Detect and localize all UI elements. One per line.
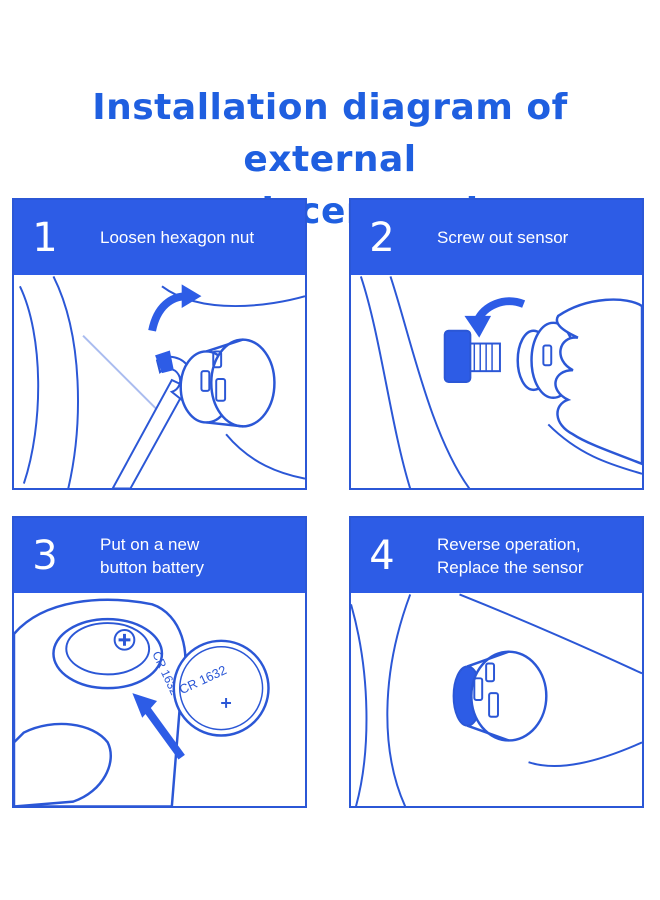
step-4-number: 4 <box>369 532 395 579</box>
step-1-illustration <box>19 276 305 488</box>
step-4-illustration <box>351 593 642 806</box>
step-2-panel: 2 Screw out sensor <box>349 198 644 490</box>
step-2-number: 2 <box>369 214 395 261</box>
step-3-text: Put on a new button battery <box>100 534 204 577</box>
step-2-header: 2 Screw out sensor <box>351 200 642 275</box>
step-2-illustration <box>359 276 642 488</box>
hand-icon <box>554 298 642 466</box>
step-1-panel: 1 Loosen hexagon nut <box>12 198 307 490</box>
step-1-text: Loosen hexagon nut <box>100 228 255 247</box>
curved-arrow-icon <box>148 284 202 332</box>
sensor-body: CR 1632 <box>52 617 182 697</box>
curved-arrow-icon <box>464 297 526 338</box>
step-4-panel: 4 Reverse operation, Replace the sensor <box>349 516 644 808</box>
sensor-cap-icon <box>452 650 548 742</box>
step-3-number: 3 <box>32 532 58 579</box>
step-3-panel: 3 Put on a new button battery CR 1632 CR… <box>12 516 307 808</box>
step-4-header: 4 Reverse operation, Replace the sensor <box>351 518 642 593</box>
step-4-text: Reverse operation, Replace the sensor <box>437 534 584 577</box>
wrench-icon <box>111 350 194 488</box>
arrow-icon <box>132 693 185 760</box>
step-1-number: 1 <box>32 214 58 261</box>
title-line-1: Installation diagram of external <box>92 87 568 180</box>
sensor-cap-icon <box>179 338 276 428</box>
step-3-header: 3 Put on a new button battery <box>14 518 305 593</box>
step-2-text: Screw out sensor <box>437 228 569 247</box>
step-1-header: 1 Loosen hexagon nut <box>14 200 305 275</box>
coin-battery-icon: CR 1632 <box>172 639 270 737</box>
step-3-illustration: CR 1632 CR 1632 <box>14 598 270 806</box>
valve-stem <box>443 329 501 383</box>
